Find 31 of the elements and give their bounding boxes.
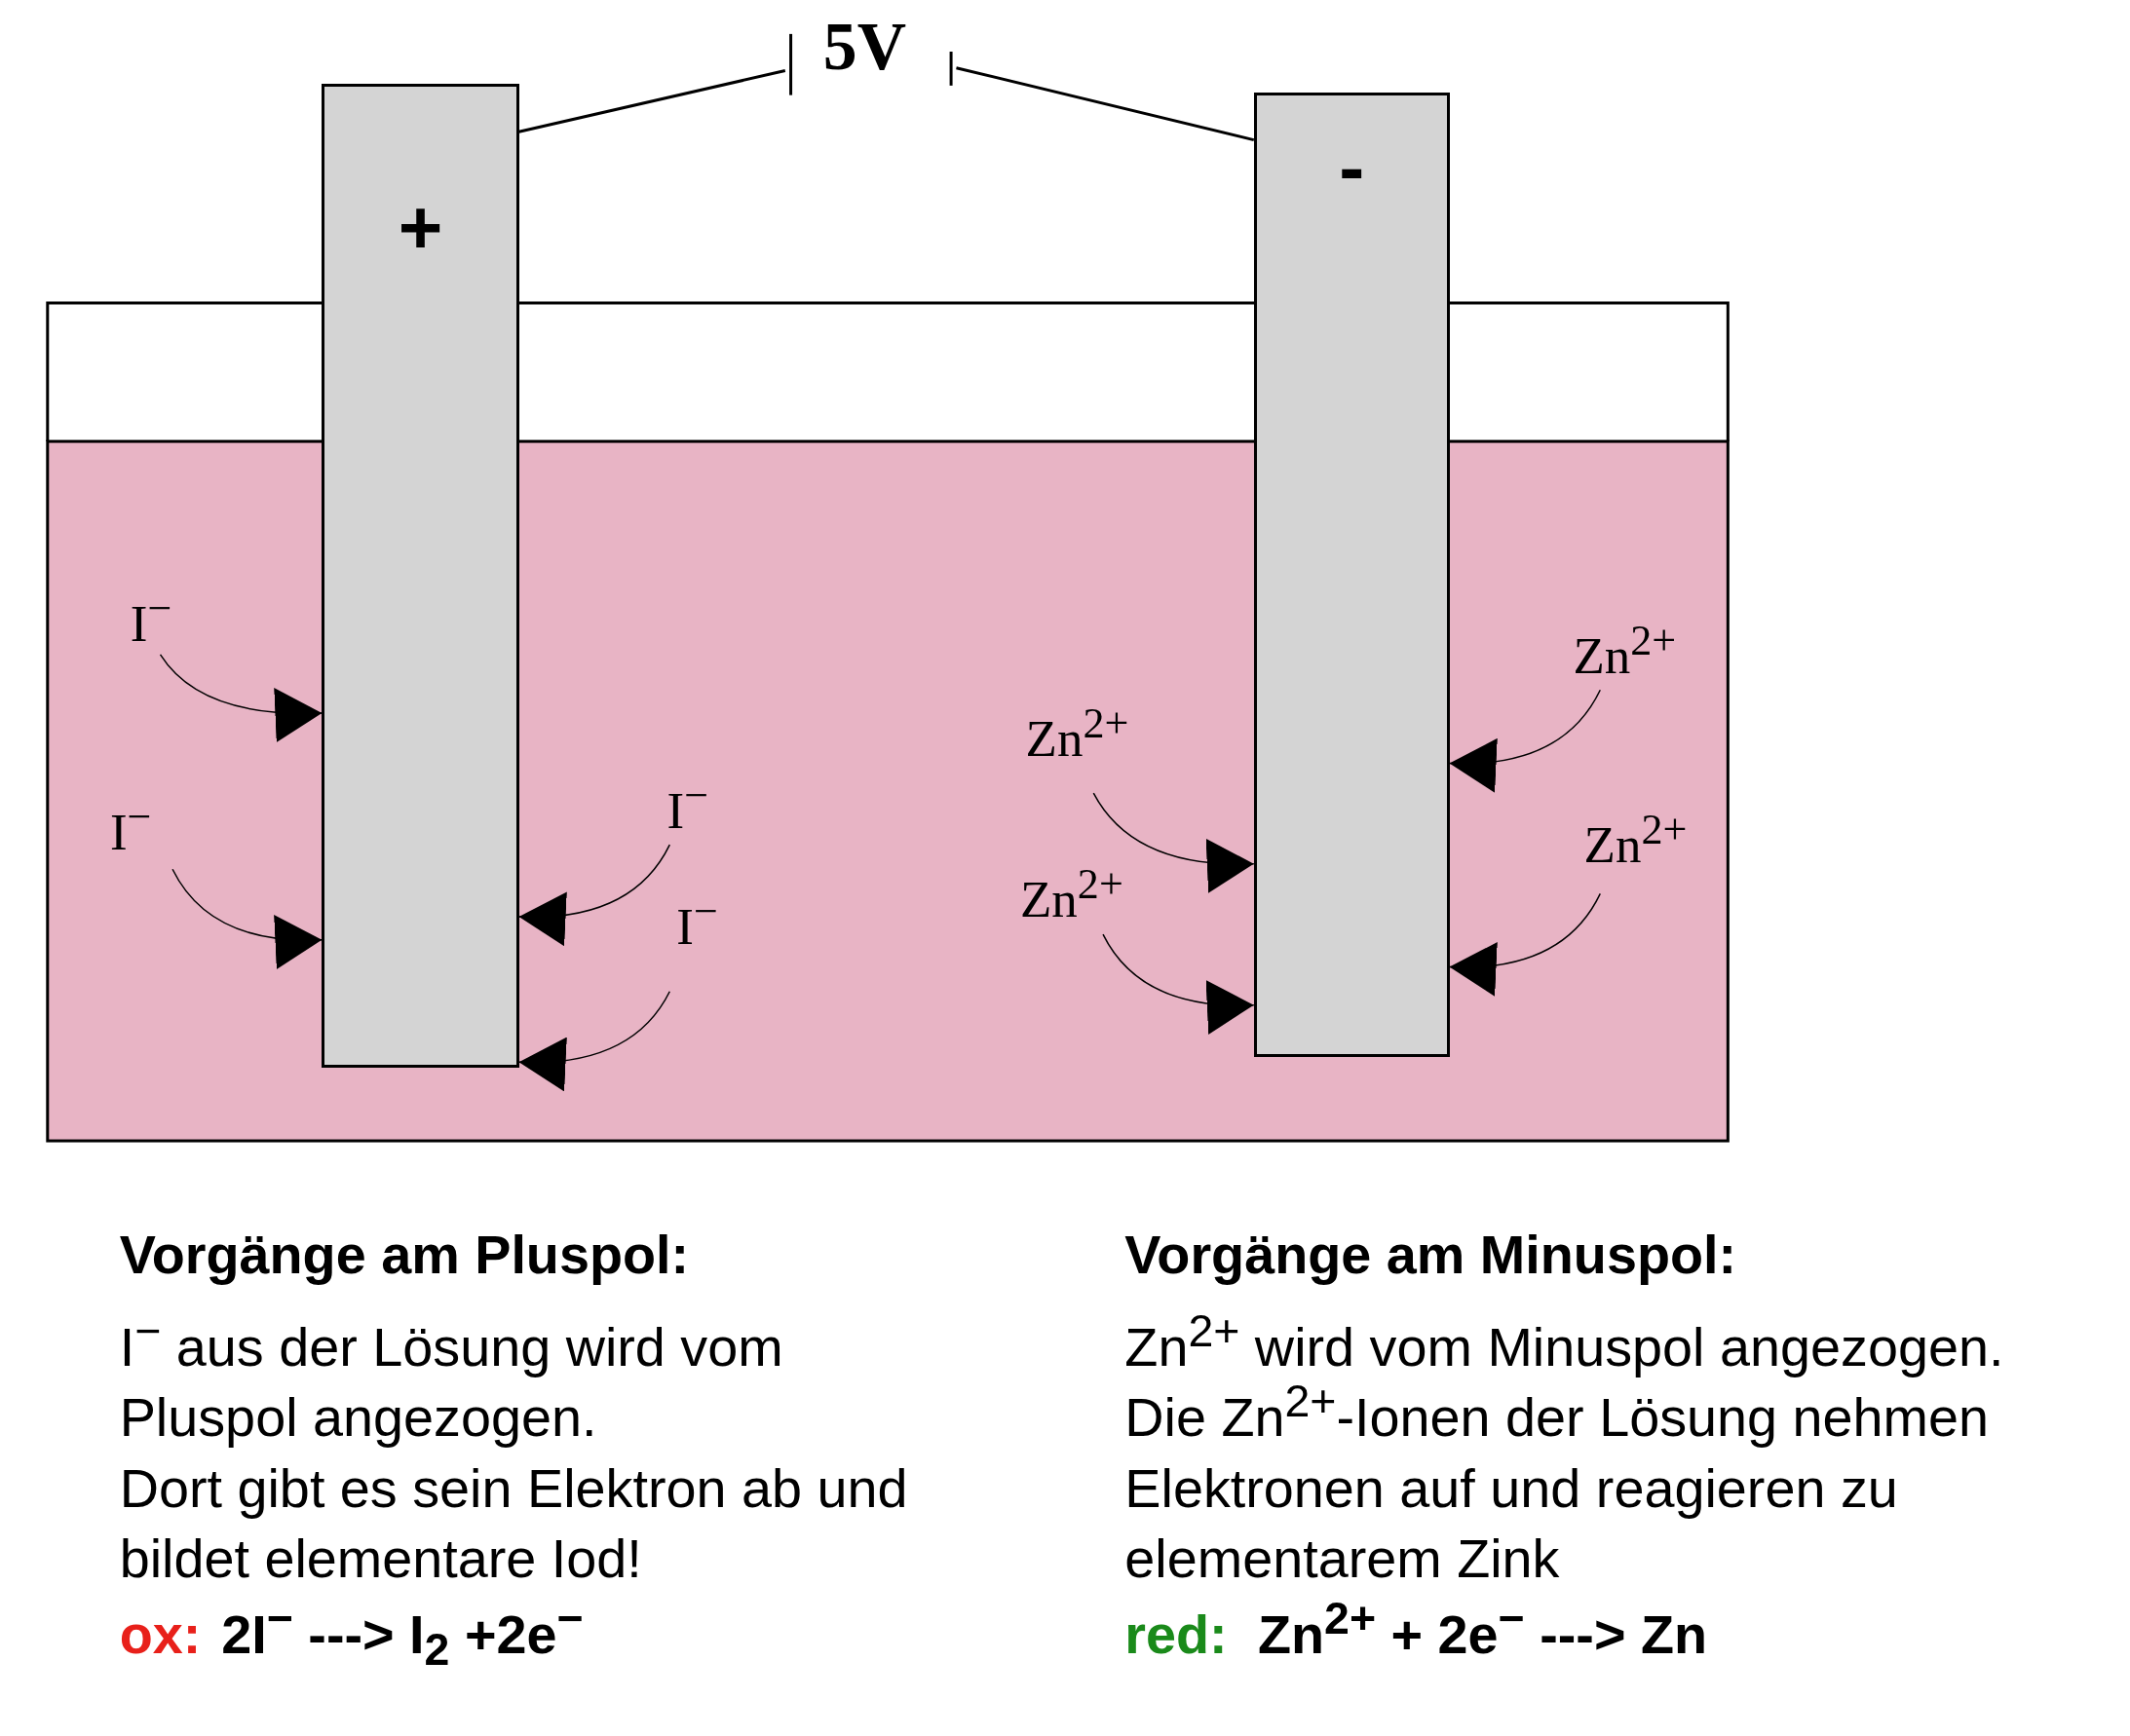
ion-label: I$^{−}$ [109,804,152,861]
wire [518,69,786,133]
description-text: Dort gibt es sein Elektron ab und bildet elementare Iod! [119,1456,909,1592]
equation-text: Zn$^{2+}$ + 2e$^{−}$ ---> Zn [1257,1600,1708,1668]
arrow [517,990,671,1091]
arrow [171,868,323,968]
ion-label: Zn$^{2+}$ [1573,627,1677,685]
description-text: Die Zn$^{2+}$-Ionen der Lösung nehmen Elektronen auf und reagieren zu elementarem Zink [1124,1382,1989,1592]
electrode-plate: - [1253,92,1450,1057]
arrow [1448,689,1602,792]
reaction-type-label: ox: [119,1604,202,1668]
ion-label: Zn$^{2+}$ [1020,870,1123,927]
ion-label: I$^{−}$ [676,897,718,955]
arrow [517,844,671,945]
voltage-label: 5V [822,12,906,81]
arrow [1448,892,1602,996]
electrode-plate: + [322,84,519,1068]
wire [956,66,1255,142]
ion-label: I$^{−}$ [130,594,172,652]
equation-text: 2I$^{−}$ ---> I$_{2}$ +2e$^{−}$ [221,1600,584,1671]
reaction-type-label: red: [1124,1604,1228,1668]
ion-label: I$^{−}$ [666,782,709,840]
arrow [1102,933,1255,1034]
description-text: Zn$^{2+}$ wird vom Minuspol angezogen. [1124,1311,2005,1379]
ion-label: Zn$^{2+}$ [1583,815,1688,874]
arrow [159,654,323,741]
ion-label: Zn$^{2+}$ [1025,710,1129,768]
arrow [1092,792,1255,892]
section-heading: Vorgänge am Pluspol: [119,1223,691,1287]
description-text: I$^{−}$ aus der Lösung wird vom Pluspol angezogen. [119,1311,784,1451]
section-heading: Vorgänge am Minuspol: [1124,1223,1738,1287]
